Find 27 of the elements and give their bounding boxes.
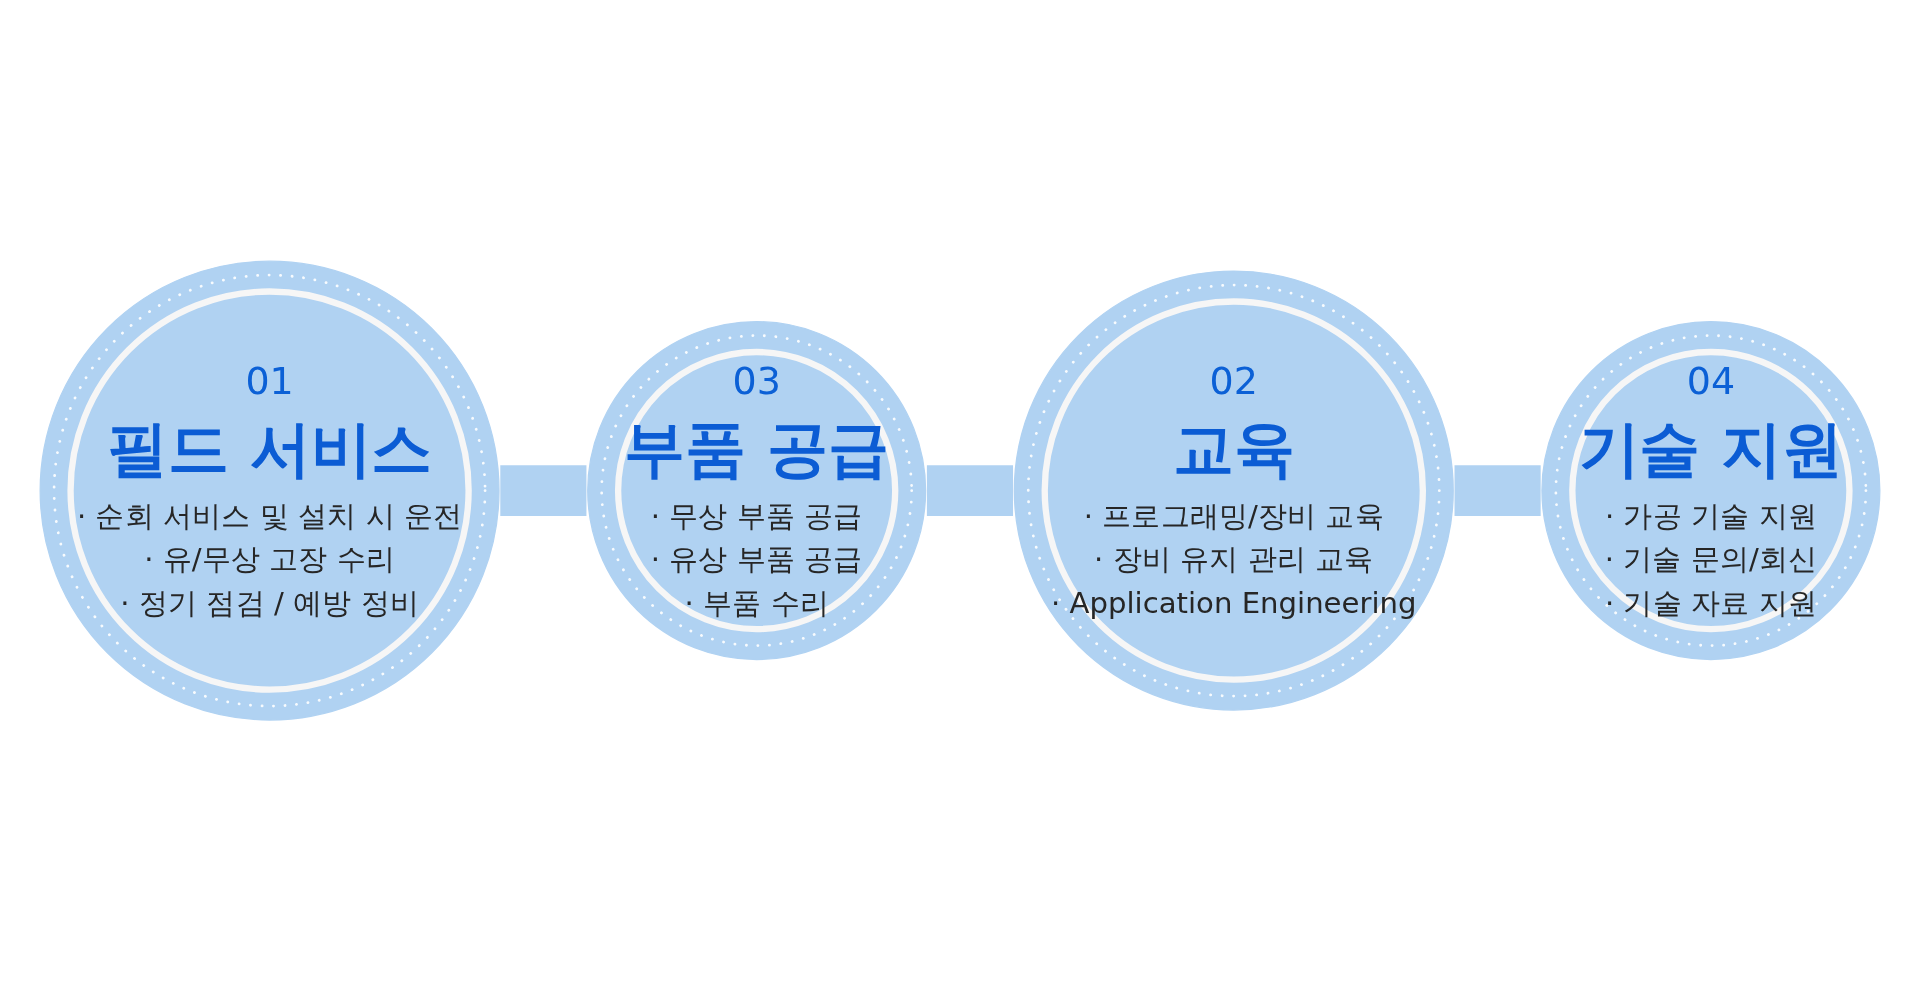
circle-node — [1541, 321, 1881, 661]
circle-node — [39, 260, 500, 722]
bullet-item: · 프로그래밍/장비 교육 — [1083, 499, 1384, 533]
step-title: 기술 지원 — [1578, 413, 1844, 485]
step-number: 01 — [245, 359, 294, 404]
bullet-item: · 가공 기술 지원 — [1604, 499, 1817, 533]
bullet-item: · 무상 부품 공급 — [650, 499, 863, 533]
bullet-item: · 유상 부품 공급 — [650, 543, 863, 576]
circle-node — [1013, 270, 1454, 712]
bullet-item: · Application Engineering — [1051, 586, 1417, 620]
bullet-item: · 부품 수리 — [684, 586, 829, 620]
bullet-item: · 장비 유지 관리 교육 — [1094, 543, 1374, 576]
circle-node — [587, 321, 927, 661]
step-number: 03 — [732, 359, 781, 404]
step-title: 부품 공급 — [624, 413, 889, 485]
step-title: 필드 서비스 — [106, 413, 433, 485]
step-title: 교육 — [1172, 413, 1295, 485]
bullet-item: · 기술 자료 지원 — [1604, 586, 1817, 620]
bullet-item: · 기술 문의/회신 — [1604, 543, 1818, 576]
bullet-item: · 정기 점검 / 예방 정비 — [120, 586, 419, 620]
bullet-item: · 순회 서비스 및 설치 시 운전 — [76, 499, 463, 533]
connector — [926, 465, 1014, 517]
step-number: 04 — [1686, 359, 1736, 404]
bullet-item: · 유/무상 고장 수리 — [144, 543, 395, 576]
step-number: 02 — [1209, 359, 1258, 404]
connector — [1454, 465, 1541, 517]
connector — [500, 465, 587, 517]
